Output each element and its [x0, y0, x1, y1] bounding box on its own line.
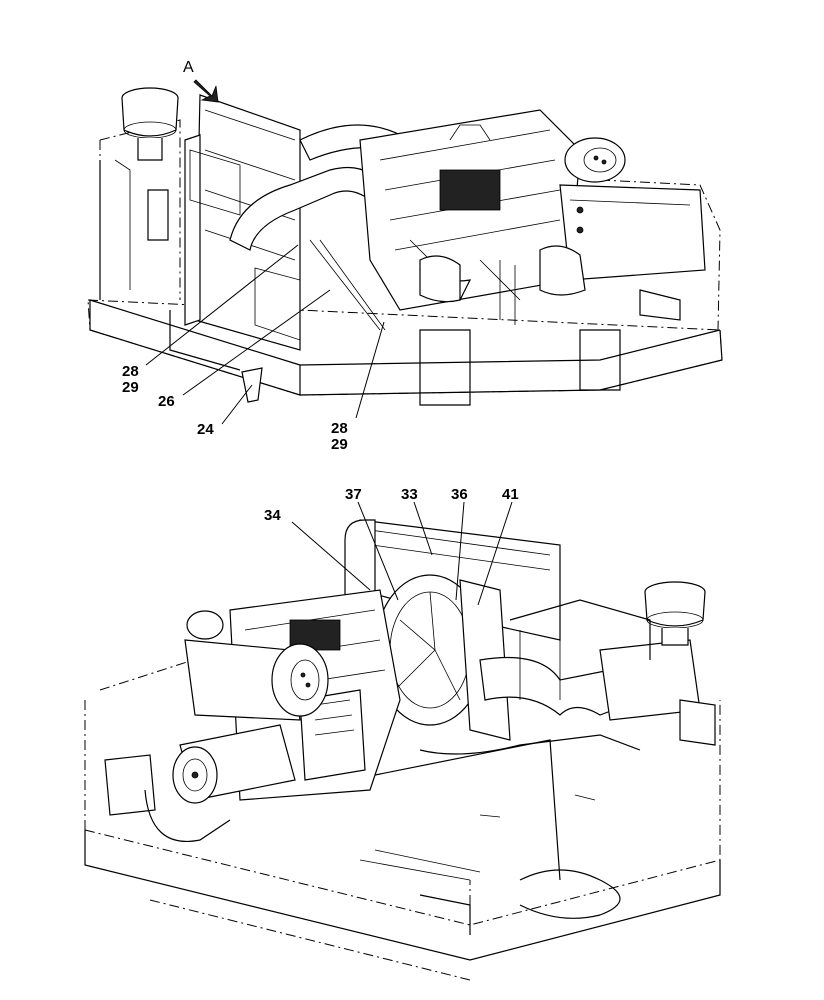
callout-29-left: 29 — [122, 379, 139, 396]
view-a-arrow-icon — [193, 79, 219, 103]
callout-29-right: 29 — [331, 436, 348, 453]
hydraulic-pump — [104, 724, 296, 842]
callout-36: 36 — [451, 486, 468, 503]
muffler-top — [559, 137, 706, 281]
muffler-bottom — [184, 610, 329, 721]
callout-24: 24 — [197, 421, 214, 438]
callout-26: 26 — [158, 393, 175, 410]
top-callouts: 28 29 26 24 28 29 — [122, 244, 385, 453]
air-cleaner-bottom — [644, 581, 706, 646]
callout-33: 33 — [401, 486, 418, 503]
bottom-callouts: 34 37 33 36 41 — [264, 486, 519, 606]
air-cleaner-top — [121, 87, 179, 161]
intake-pipe — [479, 639, 701, 721]
callout-37: 37 — [345, 486, 362, 503]
callout-28-right: 28 — [331, 420, 348, 437]
callout-41: 41 — [502, 486, 519, 503]
callout-34: 34 — [264, 507, 281, 524]
view-a-letter: A — [183, 59, 194, 76]
top-engine-assembly-view — [87, 87, 723, 406]
callout-28-left: 28 — [122, 363, 139, 380]
bottom-engine-assembly-view — [84, 519, 721, 981]
view-a-marker: A — [183, 59, 219, 103]
